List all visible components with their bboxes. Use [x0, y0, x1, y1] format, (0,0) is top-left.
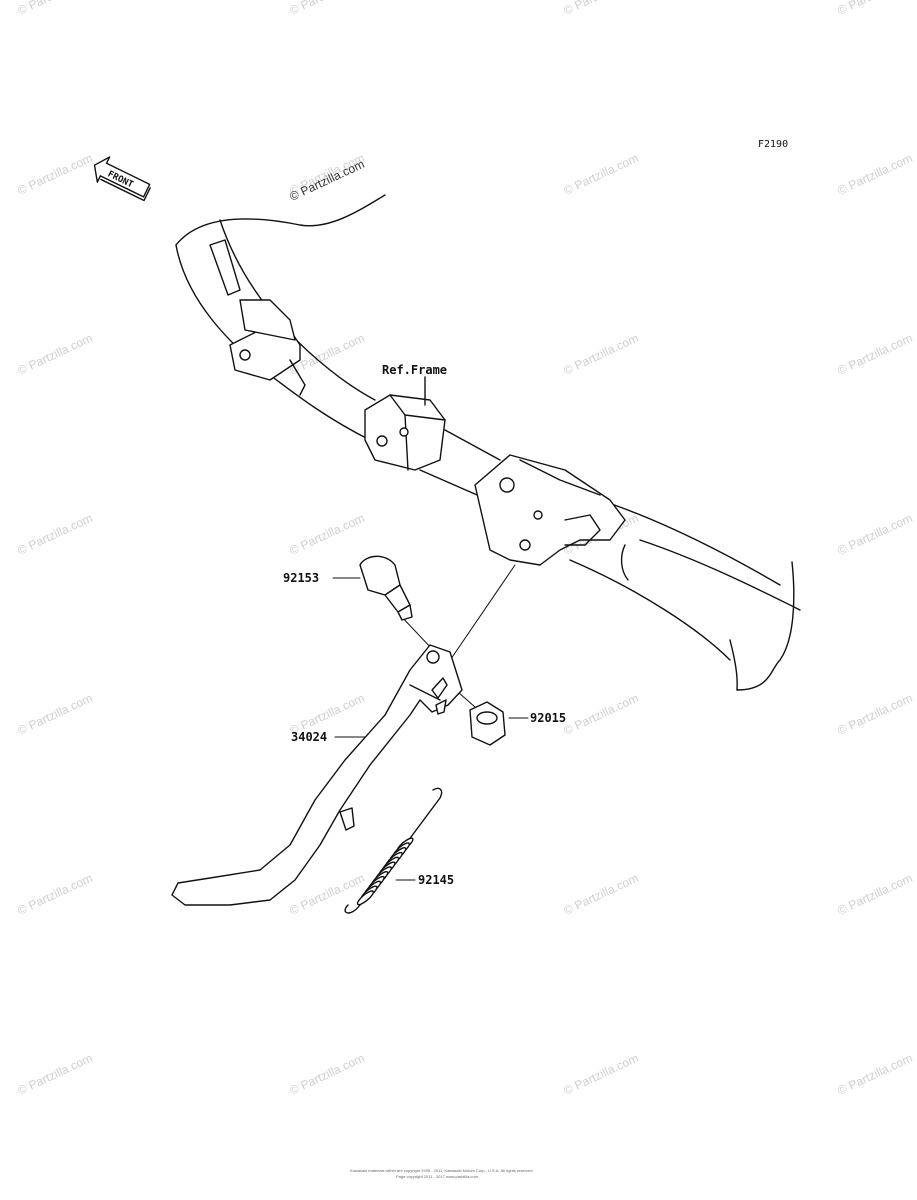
diagram-code: F2190: [758, 139, 788, 150]
watermark-layer: © Partzilla.com © Partzilla.com © Partzill…: [15, 0, 914, 1098]
footer-copyright: Kawasaki materials within are copyright …: [350, 1168, 534, 1173]
part-92153-bolt: [359, 555, 413, 621]
watermark-text: © Partzilla.com: [561, 151, 640, 198]
watermark-text: © Partzilla.com: [835, 151, 914, 198]
part-34024-side-stand: [171, 644, 463, 906]
part-92015-nut: [469, 701, 506, 746]
watermark-text: © Partzilla.com: [561, 0, 640, 18]
watermark-text: © Partzilla.com: [561, 691, 640, 738]
watermark-text: © Partzilla.com: [287, 0, 366, 18]
watermark-text: © Partzilla.com: [561, 871, 640, 918]
watermark-text: © Partzilla.com: [287, 1051, 366, 1098]
watermark-text: © Partzilla.com: [15, 331, 94, 378]
watermark-text: © Partzilla.com: [835, 871, 914, 918]
watermark-text: © Partzilla.com: [835, 511, 914, 558]
ref-frame-label: Ref.Frame: [382, 363, 447, 377]
watermark-text: © Partzilla.com: [835, 331, 914, 378]
watermark-text: © Partzilla.com: [15, 0, 94, 18]
part-number-92145: 92145: [418, 873, 454, 887]
watermark-text: © Partzilla.com: [561, 1051, 640, 1098]
watermark-text: © Partzilla.com: [15, 151, 94, 198]
watermark-text: © Partzilla.com: [15, 691, 94, 738]
spring-coil: [356, 890, 374, 906]
watermark-text: © Partzilla.com: [835, 0, 914, 18]
watermark-text: © Partzilla.com: [561, 331, 640, 378]
part-number-92153: 92153: [283, 571, 319, 585]
watermark-text: © Partzilla.com: [835, 1051, 914, 1098]
watermark-text: © Partzilla.com: [287, 511, 366, 558]
part-92145-spring: [344, 787, 443, 914]
watermark-text: © Partzilla.com: [15, 1051, 94, 1098]
watermark-text: © Partzilla.com: [15, 871, 94, 918]
part-number-34024: 34024: [291, 730, 327, 744]
watermark-text: © Partzilla.com: [15, 511, 94, 558]
footer-page-copyright: Page copyright 2011 - 2017 www.partzilla…: [396, 1174, 479, 1179]
frame-drawing: [175, 194, 801, 691]
front-arrow-icon: FRONT: [93, 156, 151, 202]
watermark-text: © Partzilla.com: [835, 691, 914, 738]
part-number-92015: 92015: [530, 711, 566, 725]
